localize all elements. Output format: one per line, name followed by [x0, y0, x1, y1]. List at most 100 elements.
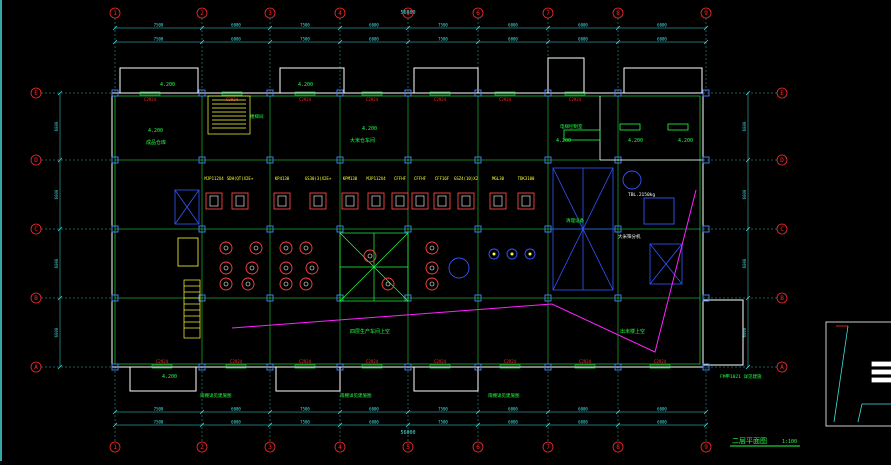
fan-icon	[279, 241, 293, 255]
column	[336, 89, 344, 97]
grid-label-B: B	[780, 295, 784, 302]
dimension-label: 6000	[369, 23, 379, 28]
grid-label-6: 6	[476, 444, 480, 451]
dimension-label: 6000	[578, 23, 588, 28]
column	[702, 363, 710, 371]
grid-label-4: 4	[338, 10, 342, 17]
equipment-label: KPM130	[343, 176, 358, 181]
column	[404, 156, 412, 164]
column	[198, 89, 206, 97]
machine	[517, 192, 535, 210]
dimension-label: 6000	[657, 420, 667, 425]
room-label-top-center: 大米仓车间	[350, 137, 375, 144]
elevation-4: 4.200	[628, 138, 643, 144]
elevation-6: 4.200	[160, 82, 175, 88]
column	[336, 363, 344, 371]
column	[336, 225, 344, 233]
dimension-label: 6000	[508, 37, 518, 42]
grid-label-E: E	[34, 90, 38, 97]
column	[266, 225, 274, 233]
window-code: C2924	[299, 359, 312, 364]
grid-bubble-7	[542, 441, 554, 453]
grid-bubble-3	[264, 441, 276, 453]
fan-icon	[299, 241, 313, 255]
grid-label-8: 8	[616, 10, 620, 17]
left-shaft	[174, 189, 200, 267]
dimension-label: 6000	[231, 420, 241, 425]
column	[198, 225, 206, 233]
equipment-label-big: 清理设备	[566, 217, 584, 224]
dimension-label: 7500	[154, 420, 164, 425]
window-code: C2924	[156, 359, 169, 364]
column	[702, 294, 710, 302]
column	[266, 89, 274, 97]
fan-icon	[305, 261, 319, 275]
equipment-label: KP4130	[275, 176, 290, 181]
dimension-label: 7500	[300, 420, 310, 425]
column	[111, 225, 119, 233]
column	[544, 225, 552, 233]
elevation-5: 4.200	[678, 138, 693, 144]
fan-icon	[425, 261, 439, 275]
yellow-markers	[492, 252, 532, 256]
grid-label-2: 2	[200, 444, 204, 451]
column	[474, 363, 482, 371]
side-dimension-label: 6000	[54, 327, 59, 337]
equipment-label: SDH(QT)X2E+	[227, 176, 254, 181]
grid-label-E: E	[780, 90, 784, 97]
dimension-label: 6000	[369, 37, 379, 42]
column	[198, 363, 206, 371]
equipment-row	[205, 192, 535, 210]
grid-label-3: 3	[268, 444, 272, 451]
fan-icon	[219, 241, 233, 255]
column	[111, 156, 119, 164]
equipment-label: CFF16F	[435, 176, 450, 181]
column	[404, 225, 412, 233]
cleaning-box	[552, 167, 614, 291]
machine	[273, 192, 291, 210]
fan-units	[219, 241, 439, 291]
fan-icon	[299, 277, 313, 291]
right-x-box	[649, 243, 683, 285]
stair-top-left	[207, 95, 251, 135]
fan-icon	[245, 261, 259, 275]
side-dimension-label: 6000	[54, 189, 59, 199]
room-label-top-left: 成品仓库	[146, 139, 166, 146]
dimension-label: 6000	[657, 407, 667, 412]
silo-boxes	[339, 232, 409, 302]
window-code: C2924	[144, 97, 157, 102]
dimension-label: 6000	[508, 420, 518, 425]
dimension-label: 6000	[369, 407, 379, 412]
machine	[433, 192, 451, 210]
machine	[457, 192, 475, 210]
dimension-label: 6000	[657, 23, 667, 28]
window-code: C2924	[299, 97, 312, 102]
window-code: C2924	[569, 97, 582, 102]
column	[614, 363, 622, 371]
column	[111, 294, 119, 302]
window-code: C2924	[366, 97, 379, 102]
equipment-label: MJP112X4	[204, 176, 224, 181]
window-code: C2924	[226, 97, 239, 102]
conveyor-path	[231, 189, 697, 353]
dimension-label: 6000	[508, 23, 518, 28]
dimension-label: 6000	[231, 407, 241, 412]
dimension-label: 7500	[300, 23, 310, 28]
side-dimension-label: 6000	[742, 121, 747, 131]
fan-icon	[381, 277, 395, 291]
adjacent-sheet-frame	[825, 321, 891, 427]
right-rooms	[563, 96, 703, 161]
grid-label-7: 7	[546, 10, 550, 17]
side-dimension-label: 6000	[54, 121, 59, 131]
machine	[309, 192, 327, 210]
dimension-label: 6000	[231, 23, 241, 28]
dimension-label: 6000	[231, 37, 241, 42]
grid-label-7: 7	[546, 444, 550, 451]
grid-label-9: 9	[704, 444, 708, 451]
fan-icon	[279, 277, 293, 291]
